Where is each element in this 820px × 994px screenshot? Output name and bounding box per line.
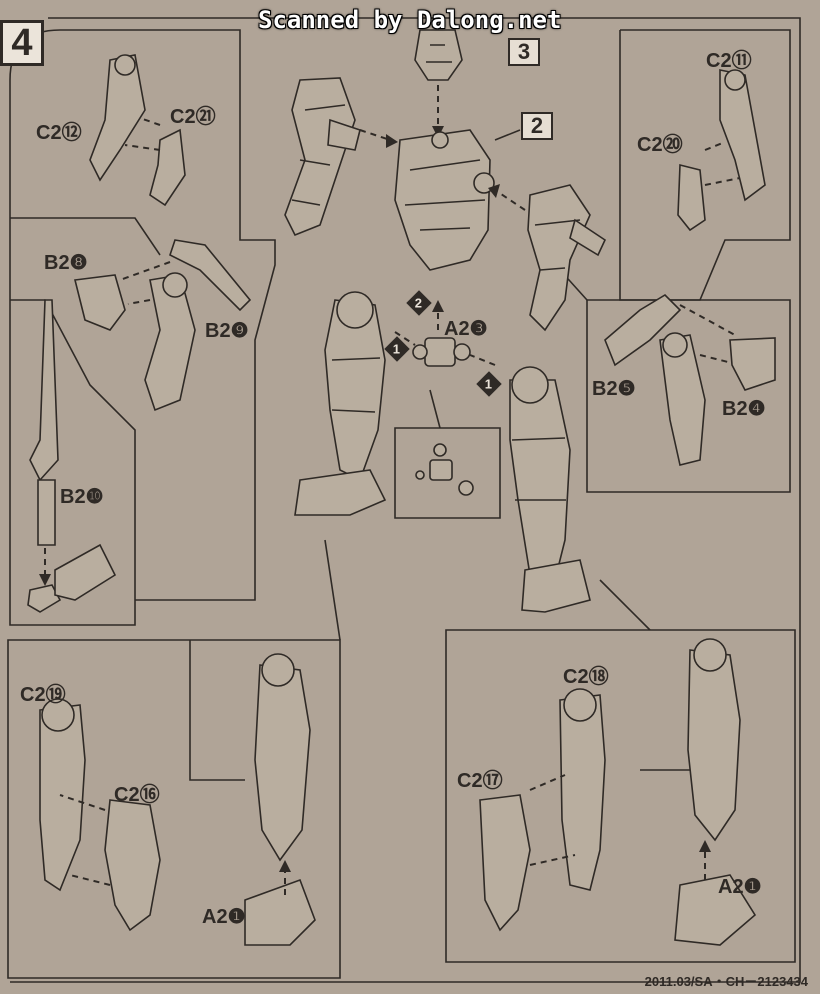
right-leg-assembly: [294, 291, 387, 516]
label-c2-17: C2⑰: [457, 770, 503, 792]
panel-joint-detail: [394, 427, 501, 519]
label-c2-19: C2⑲: [20, 684, 66, 706]
torso-substep-label: 2: [521, 112, 553, 140]
left-forearm-sub-part: [604, 293, 776, 466]
label-c2-16: C2⑯: [114, 784, 160, 806]
label-b2-4: B2❹: [722, 398, 766, 420]
label-a2-1-left: A2❶: [202, 906, 246, 928]
left-leg-sub-parts: [479, 638, 757, 946]
panel-right-leg: [7, 639, 341, 979]
label-c2-21: C2㉑: [170, 106, 216, 128]
upper-arm-sub-part: [89, 54, 186, 207]
torso-part: [394, 129, 495, 271]
scan-credit-watermark: Scanned by Dalong.net: [258, 6, 562, 34]
label-a2-3: A2❸: [444, 318, 488, 340]
head-substep-label: 3: [508, 38, 540, 66]
label-b2-10: B2❿: [60, 486, 104, 508]
label-c2-20: C2⑳: [637, 134, 683, 156]
label-c2-11: C2⑪: [706, 50, 752, 72]
page-frame: [10, 17, 801, 983]
label-b2-9: B2❾: [205, 320, 249, 342]
left-arm-assembly: [527, 184, 607, 332]
label-c2-12: C2⑫: [36, 122, 82, 144]
panel-left-arm-upper: [619, 29, 791, 301]
right-arm-assembly: [284, 77, 361, 237]
sword-part: [27, 299, 117, 613]
label-b2-8: B2❽: [44, 252, 88, 274]
left-upper-arm-sub-part: [677, 69, 766, 232]
step-number: 4: [0, 20, 44, 66]
panel-left-leg: [445, 629, 796, 963]
label-a2-1-right: A2❶: [718, 876, 762, 898]
head-part: [414, 29, 463, 81]
joint-detail-part: [415, 443, 474, 496]
hip-joint-part: [412, 337, 471, 367]
label-c2-18: C2⑱: [563, 666, 609, 688]
forearm-sub-part: [74, 239, 252, 412]
left-leg-assembly: [509, 366, 591, 613]
panel-sword-outline: [9, 80, 136, 626]
right-leg-sub-parts: [39, 653, 316, 946]
label-b2-5: B2❺: [592, 378, 636, 400]
footer-code: 2011.03/SA・CH－2123434: [644, 974, 808, 989]
panel-left-arm-lower: [586, 299, 791, 493]
